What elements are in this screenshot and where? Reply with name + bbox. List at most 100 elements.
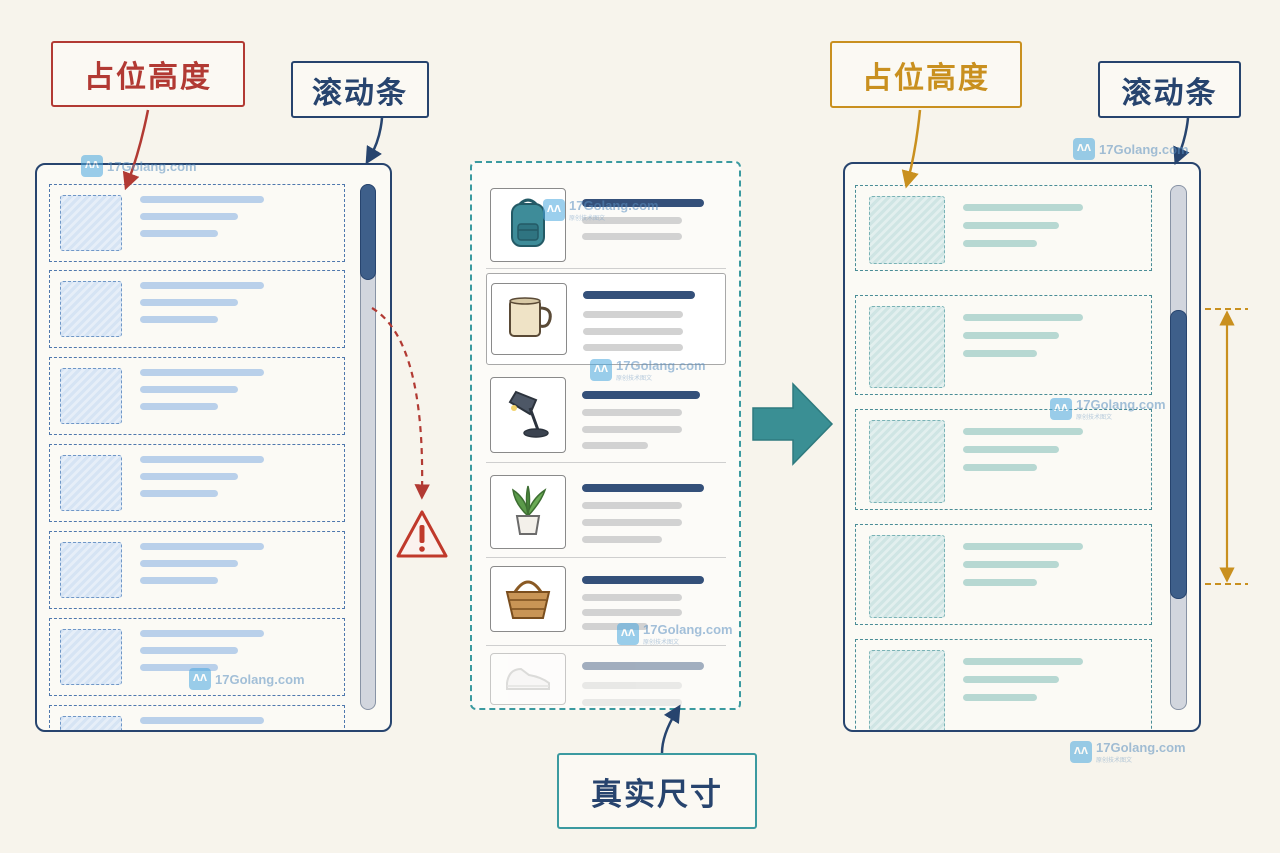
watermark-logo-icon: ᐱᐱ xyxy=(81,155,103,177)
watermark-logo-icon: ᐱᐱ xyxy=(543,199,565,221)
watermark-text: 17Golang.com xyxy=(643,622,733,637)
potted-plant-icon xyxy=(503,482,553,542)
item-text-line xyxy=(582,594,682,601)
real-size-pointer xyxy=(660,704,681,754)
item-thumbnail xyxy=(490,377,566,453)
item-text-line xyxy=(582,426,682,433)
double-arrow-icon xyxy=(1205,308,1248,585)
placeholder-text-line xyxy=(963,579,1037,586)
watermark: ᐱᐱ 17Golang.com 原创技术图文 xyxy=(1070,740,1186,764)
watermark-text: 17Golang.com xyxy=(1099,141,1189,157)
item-text-line xyxy=(582,502,682,509)
item-text-line xyxy=(582,217,682,224)
item-text-line xyxy=(582,536,662,543)
placeholder-row xyxy=(49,618,345,696)
desk-lamp-icon xyxy=(502,386,554,444)
placeholder-text-line xyxy=(963,314,1083,321)
watermark: ᐱᐱ 17Golang.com xyxy=(81,155,197,177)
item-title-line xyxy=(582,199,704,207)
real-list-item xyxy=(486,273,726,365)
watermark-text: 17Golang.com xyxy=(1096,740,1186,755)
placeholder-text-line xyxy=(963,446,1059,453)
placeholder-image xyxy=(869,535,945,618)
item-thumbnail xyxy=(490,653,566,705)
real-list-item xyxy=(486,560,726,646)
placeholder-text-line xyxy=(963,658,1083,665)
placeholder-text-line xyxy=(140,456,264,463)
item-thumbnail xyxy=(490,475,566,549)
right-placeholder-pointer xyxy=(901,109,922,189)
placeholder-image xyxy=(60,281,122,337)
mug-icon xyxy=(502,292,556,346)
placeholder-text-line xyxy=(140,630,264,637)
watermark-logo-icon: ᐱᐱ xyxy=(590,359,612,381)
placeholder-text-line xyxy=(963,428,1083,435)
item-thumbnail xyxy=(490,566,566,632)
item-text-line xyxy=(582,442,648,449)
right-scrollbar-pointer xyxy=(1173,117,1190,166)
placeholder-text-line xyxy=(140,717,264,724)
placeholder-text-line xyxy=(140,282,264,289)
scroll-jump-curve xyxy=(371,307,430,500)
watermark: ᐱᐱ 17Golang.com xyxy=(189,668,305,690)
item-text-line xyxy=(583,344,683,351)
real-list-item xyxy=(486,649,726,708)
placeholder-text-line xyxy=(963,694,1037,701)
placeholder-text-line xyxy=(140,386,238,393)
placeholder-image xyxy=(60,716,122,730)
watermark-subtitle: 原创技术图文 xyxy=(569,215,606,222)
placeholder-text-line xyxy=(963,240,1037,247)
watermark-subtitle: 原创技术图文 xyxy=(1076,414,1113,421)
watermark: ᐱᐱ 17Golang.com 原创技术图文 xyxy=(590,358,706,382)
placeholder-text-line xyxy=(140,647,238,654)
real-list-item xyxy=(486,466,726,558)
placeholder-text-line xyxy=(140,213,238,220)
placeholder-image xyxy=(60,195,122,251)
placeholder-row xyxy=(49,357,345,435)
watermark-subtitle: 原创技术图文 xyxy=(616,375,653,382)
placeholder-row xyxy=(855,295,1152,395)
left-placeholder-label: 占位高度 xyxy=(51,41,245,107)
placeholder-text-line xyxy=(140,230,218,237)
item-text-line xyxy=(583,311,683,318)
watermark-subtitle: 原创技术图文 xyxy=(643,639,680,646)
placeholder-text-line xyxy=(140,560,238,567)
real-list-item xyxy=(486,181,726,269)
placeholder-text-line xyxy=(963,332,1059,339)
item-title-line xyxy=(583,291,695,299)
left-placeholder-pointer xyxy=(122,109,150,191)
placeholder-image xyxy=(60,368,122,424)
item-title-line xyxy=(582,576,704,584)
right-placeholder-label: 占位高度 xyxy=(830,41,1022,108)
placeholder-image xyxy=(60,542,122,598)
right-arrow-icon xyxy=(752,382,834,466)
watermark-text: 17Golang.com xyxy=(107,158,197,174)
item-text-line xyxy=(582,699,682,706)
right-scrollbar-label: 滚动条 xyxy=(1098,61,1241,118)
item-title-line xyxy=(582,662,704,670)
watermark-text: 17Golang.com xyxy=(215,671,305,687)
placeholder-row xyxy=(49,270,345,348)
left-scrollbar-thumb[interactable] xyxy=(360,184,376,280)
placeholder-text-line xyxy=(140,543,264,550)
item-thumbnail xyxy=(490,188,566,262)
real-size-label: 真实尺寸 xyxy=(557,753,757,829)
placeholder-text-line xyxy=(140,369,264,376)
item-title-line xyxy=(582,391,700,399)
placeholder-row xyxy=(855,524,1152,625)
placeholder-text-line xyxy=(963,561,1059,568)
placeholder-image xyxy=(869,196,945,264)
item-text-line xyxy=(582,682,682,689)
placeholder-text-line xyxy=(963,222,1059,229)
warning-triangle-icon xyxy=(396,510,448,558)
item-text-line xyxy=(582,233,682,240)
item-text-line xyxy=(582,409,682,416)
placeholder-row xyxy=(855,409,1152,510)
placeholder-image xyxy=(60,629,122,685)
placeholder-row xyxy=(49,444,345,522)
right-scrollbar-thumb[interactable] xyxy=(1170,310,1187,599)
placeholder-text-line xyxy=(963,204,1083,211)
watermark-logo-icon: ᐱᐱ xyxy=(1070,741,1092,763)
placeholder-text-line xyxy=(963,543,1083,550)
